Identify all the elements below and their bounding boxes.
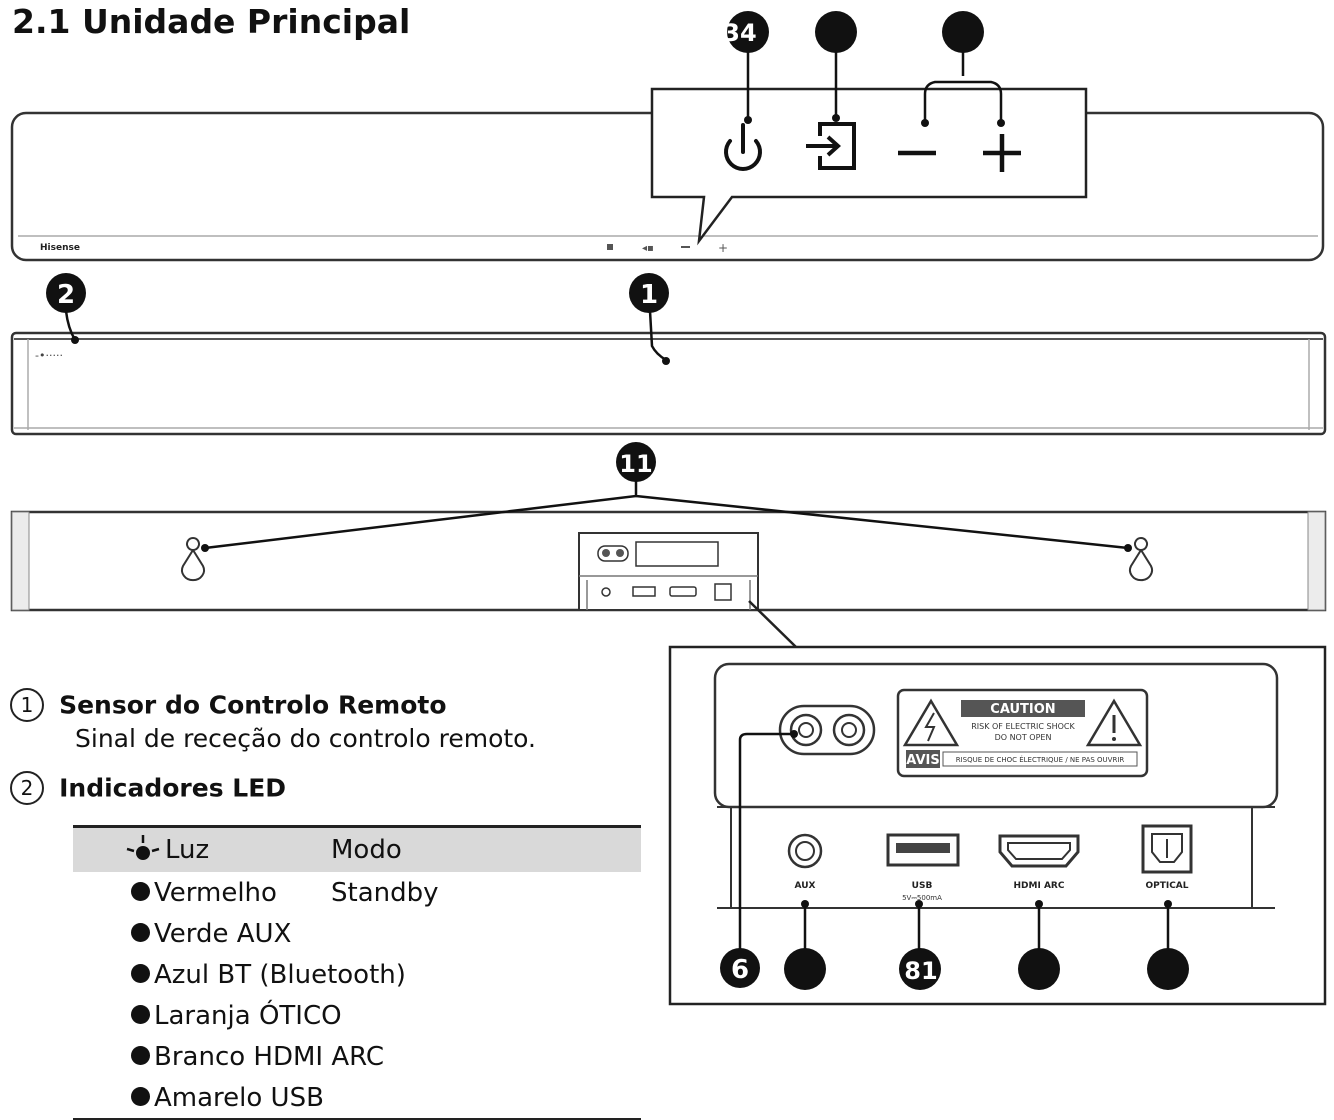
led-dot-icon: [131, 922, 150, 942]
volume-up-icon: [983, 134, 1021, 172]
led-light: Amarelo USB: [154, 1082, 324, 1113]
button-zoom-box: [650, 87, 1088, 246]
caution-title: CAUTION: [990, 702, 1055, 717]
top-view: Hisense ◂▪ +: [10, 11, 1325, 262]
callout-led: [46, 273, 86, 313]
led-table: Luz Modo Vermelho Standby Verde AUX Azul…: [73, 825, 641, 1120]
table-row: Vermelho Standby: [73, 872, 641, 913]
led-dots: -•·····: [35, 349, 63, 362]
caution-line-2: DO NOT OPEN: [995, 733, 1052, 742]
light-icon: [126, 834, 171, 863]
callout-3-4-label: 34: [723, 19, 756, 47]
led-mode: Standby: [331, 877, 439, 908]
callout-3-4: [727, 11, 769, 53]
caution-line-1: RISK OF ELECTRIC SHOCK: [971, 722, 1075, 731]
callout-optical: [1147, 948, 1189, 990]
callout-remote-sensor-label: 1: [640, 280, 658, 310]
optical-port-label: OPTICAL: [1145, 881, 1188, 891]
legend-item-led: 2 Indicadores LED: [10, 771, 286, 805]
legend-heading: Indicadores LED: [59, 773, 287, 803]
header-light-label: Luz: [165, 835, 210, 865]
table-row: Verde AUX: [73, 913, 641, 954]
usb-port-label: USB: [912, 881, 933, 891]
callout-power-socket-label: 6: [731, 955, 749, 985]
legend-number: 1: [10, 688, 44, 722]
power-icon: [724, 123, 762, 171]
callout-usb-label: 81: [904, 957, 937, 985]
back-view: 11: [10, 442, 1327, 612]
table-row: Azul BT (Bluetooth): [73, 954, 641, 995]
led-light: Verde AUX: [154, 918, 292, 949]
page-title: 2.1 Unidade Principal: [12, 2, 411, 41]
led-dot-icon: [131, 1045, 150, 1065]
avis-label: AVIS: [906, 753, 939, 768]
callout-wall-mount-label: 11: [619, 450, 652, 478]
header-light: Luz: [73, 825, 331, 872]
callout-remote-sensor: [629, 273, 669, 313]
led-light: Branco HDMI ARC: [154, 1041, 385, 1072]
volume-up-small: +: [718, 241, 728, 255]
led-dot-icon: [131, 1004, 150, 1024]
table-row: Amarelo USB: [73, 1077, 641, 1120]
legend-item-remote-sensor: 1 Sensor do Controlo Remoto Sinal de rec…: [10, 688, 536, 753]
table-row: Branco HDMI ARC: [73, 1036, 641, 1077]
avis-text: RISQUE DE CHOC ÉLECTRIQUE / NE PAS OUVRI…: [956, 755, 1125, 764]
led-light: Vermelho: [154, 877, 277, 908]
led-dot-icon: [131, 1086, 150, 1106]
brand-label: Hisense: [40, 243, 80, 253]
legend-number: 2: [10, 771, 44, 805]
power-button-small: [607, 244, 613, 250]
usb-rating: 5V⎓500mA: [902, 894, 942, 902]
header-mode: Modo: [331, 825, 641, 872]
hdmi-port-label: HDMI ARC: [1014, 881, 1065, 891]
callout-usb: [899, 948, 941, 990]
port-inset: CAUTION RISK OF ELECTRIC SHOCK DO NOT OP…: [668, 600, 1327, 1006]
aux-port-label: AUX: [795, 881, 816, 891]
callout-input: [815, 11, 857, 53]
led-light: Laranja ÓTICO: [154, 1000, 342, 1031]
input-source-icon: [806, 122, 856, 170]
callout-hdmi: [1018, 948, 1060, 990]
front-view: -•····· 2 1: [10, 273, 1327, 436]
wall-mount-hole-right: [1129, 537, 1153, 582]
caution-label: CAUTION RISK OF ELECTRIC SHOCK DO NOT OP…: [896, 688, 1149, 778]
led-dot-icon: [131, 963, 150, 983]
callout-led-label: 2: [57, 280, 75, 310]
callout-power-socket: [720, 948, 760, 988]
led-light: Azul BT (Bluetooth): [154, 959, 406, 990]
callout-volume: [942, 11, 984, 53]
table-row: Laranja ÓTICO: [73, 995, 641, 1036]
wall-mount-hole-left: [181, 537, 205, 582]
led-dot-icon: [131, 881, 150, 901]
callout-aux: [784, 948, 826, 990]
callout-wall-mount: [616, 442, 656, 482]
input-button-small: ◂▪: [642, 243, 654, 254]
legend-description: Sinal de receção do controlo remoto.: [75, 724, 536, 753]
led-table-header: Luz Modo: [73, 825, 641, 872]
legend-heading: Sensor do Controlo Remoto: [59, 690, 447, 720]
hdmi-port-icon: [998, 834, 1080, 868]
